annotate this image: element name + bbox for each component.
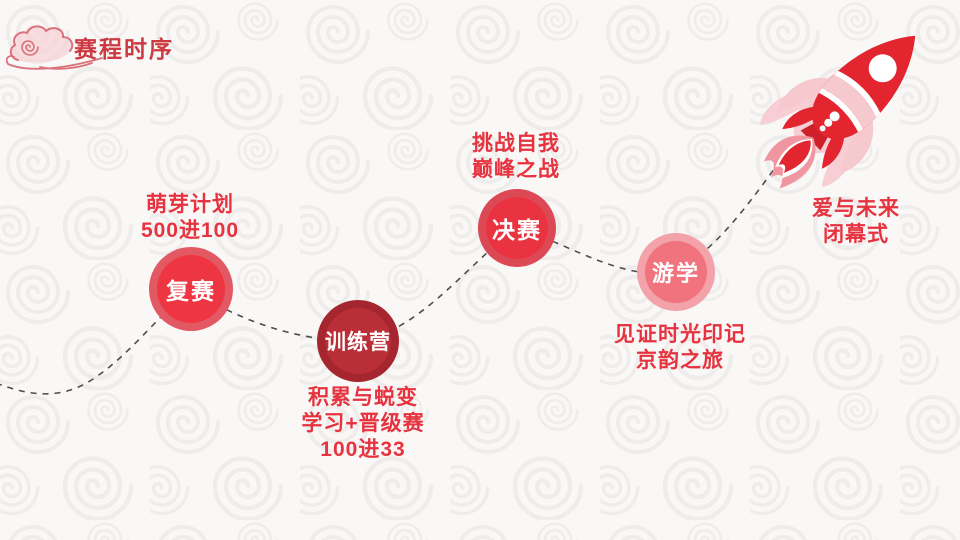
cloud-icon <box>6 25 103 70</box>
caption-bimushi: 爱与未来 闭幕式 <box>775 196 937 248</box>
milestone-circle: 决赛 <box>486 197 548 259</box>
rocket-icon <box>759 35 916 189</box>
caption-line: 爱与未来 <box>812 197 900 220</box>
caption-line: 100进33 <box>320 438 406 461</box>
milestone-xunlianying: 训练营 <box>317 300 399 382</box>
milestone-fusai: 复赛 <box>149 247 233 331</box>
page-title: 赛程时序 <box>74 36 174 62</box>
caption-line: 萌芽计划 <box>146 193 234 216</box>
caption-line: 积累与蜕变 <box>308 386 418 409</box>
caption-jianzheng: 见证时光印记 京韵之旅 <box>580 322 780 374</box>
milestone-juesai: 决赛 <box>478 189 556 267</box>
milestone-circle: 训练营 <box>325 308 391 374</box>
caption-tiaozhan: 挑战自我 巅峰之战 <box>421 131 611 183</box>
caption-line: 见证时光印记 <box>614 323 746 346</box>
caption-line: 挑战自我 <box>472 132 560 155</box>
caption-line: 闭幕式 <box>823 223 889 246</box>
milestone-label: 游学 <box>651 261 700 286</box>
milestone-label: 复赛 <box>166 278 216 304</box>
milestone-label: 训练营 <box>325 331 391 354</box>
caption-line: 学习+晋级赛 <box>301 412 425 435</box>
milestone-youxue: 游学 <box>637 233 715 311</box>
caption-line: 京韵之旅 <box>636 349 724 372</box>
caption-line: 巅峰之战 <box>472 158 560 181</box>
caption-mengya: 萌芽计划 500进100 <box>95 192 285 244</box>
caption-line: 500进100 <box>140 219 240 242</box>
milestone-circle: 复赛 <box>157 255 225 323</box>
caption-jilei: 积累与蜕变 学习+晋级赛 100进33 <box>263 385 463 463</box>
milestone-label: 决赛 <box>492 217 542 243</box>
milestone-circle: 游学 <box>645 241 707 303</box>
